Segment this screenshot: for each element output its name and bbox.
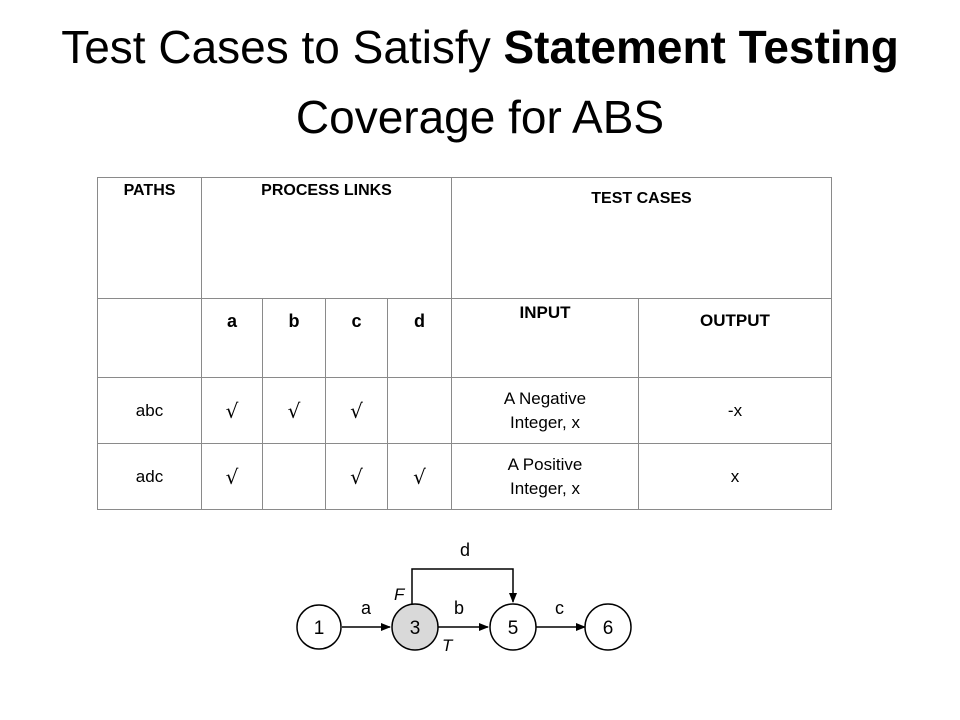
- node-label-6: 6: [603, 618, 614, 639]
- input-header: INPUT: [451, 298, 639, 378]
- path-cell: adc: [97, 443, 202, 510]
- branch-label-false: F: [394, 585, 406, 604]
- input-cell: A Positive Integer, x: [451, 443, 639, 510]
- input-cell: A Negative Integer, x: [451, 377, 639, 444]
- output-cell: x: [638, 443, 832, 510]
- output-cell: -x: [638, 377, 832, 444]
- node-6: [584, 603, 632, 651]
- check-c: √: [325, 443, 388, 510]
- check-d: √: [387, 443, 452, 510]
- title-part-1: Test Cases to Satisfy: [61, 21, 504, 73]
- control-flow-graph: a b c d F T 1 3 5 6: [296, 540, 632, 655]
- table-row: adc √ √ √ A Positive Integer, x x: [97, 443, 832, 510]
- node-label-3: 3: [410, 618, 421, 639]
- edge-label-b: b: [454, 598, 464, 618]
- empty-cell: [97, 298, 202, 378]
- header-paths: PATHS: [97, 177, 202, 299]
- edge-label-d: d: [460, 540, 470, 560]
- title-emphasis: Statement Testing: [503, 21, 899, 73]
- node-label-5: 5: [508, 618, 519, 639]
- header-test-cases: TEST CASES: [451, 177, 832, 299]
- check-a: √: [201, 443, 263, 510]
- title-part-3: Coverage for ABS: [295, 91, 665, 143]
- link-b-header: b: [262, 298, 326, 378]
- edge-label-c: c: [555, 598, 564, 618]
- node-label-1: 1: [314, 618, 325, 639]
- node-5: [489, 603, 537, 651]
- edge-d: [411, 568, 517, 604]
- node-1: [296, 604, 342, 650]
- node-3: [391, 603, 439, 651]
- link-c-header: c: [325, 298, 388, 378]
- test-case-table: PATHS PROCESS LINKS TEST CASES a b c d I…: [97, 177, 832, 510]
- header-process-links: PROCESS LINKS: [201, 177, 452, 299]
- slide-title: Test Cases to Satisfy Statement Testing …: [40, 12, 920, 152]
- path-cell: abc: [97, 377, 202, 444]
- check-d: [387, 377, 452, 444]
- check-b: [262, 443, 326, 510]
- edge-label-a: a: [361, 598, 372, 618]
- check-c: √: [325, 377, 388, 444]
- link-d-header: d: [387, 298, 452, 378]
- table-row: abc √ √ √ A Negative Integer, x -x: [97, 377, 832, 444]
- check-a: √: [201, 377, 263, 444]
- link-a-header: a: [201, 298, 263, 378]
- output-header: OUTPUT: [638, 298, 832, 378]
- check-b: √: [262, 377, 326, 444]
- branch-label-true: T: [442, 636, 454, 655]
